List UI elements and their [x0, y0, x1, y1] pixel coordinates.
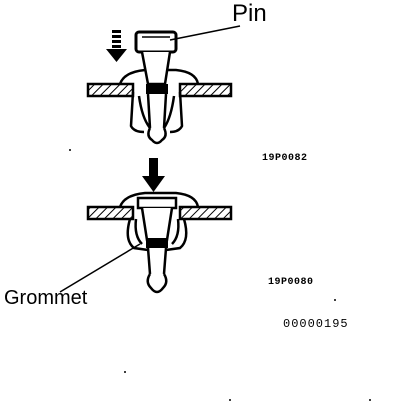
- top-figure: [86, 25, 241, 145]
- grommet-bottom: [118, 191, 200, 252]
- figure-code-top: 19P0082: [262, 153, 308, 164]
- push-arrow-striped-icon: [106, 30, 127, 62]
- figure-id: 00000195: [283, 317, 349, 331]
- pin-bottom: [136, 196, 178, 294]
- figure-code-bottom: 19P0080: [268, 277, 314, 288]
- bottom-figure: [59, 158, 233, 294]
- panel-bottom: [86, 205, 233, 221]
- grommet-leader-line: [59, 243, 141, 293]
- pin-top: [134, 30, 178, 145]
- scan-specks: [69, 149, 371, 401]
- panel-top: [86, 82, 233, 98]
- pin-leader-line: [169, 25, 241, 41]
- grommet-label: Grommet: [4, 287, 88, 309]
- push-arrow-solid-icon: [142, 158, 165, 192]
- pin-label: Pin: [232, 0, 267, 27]
